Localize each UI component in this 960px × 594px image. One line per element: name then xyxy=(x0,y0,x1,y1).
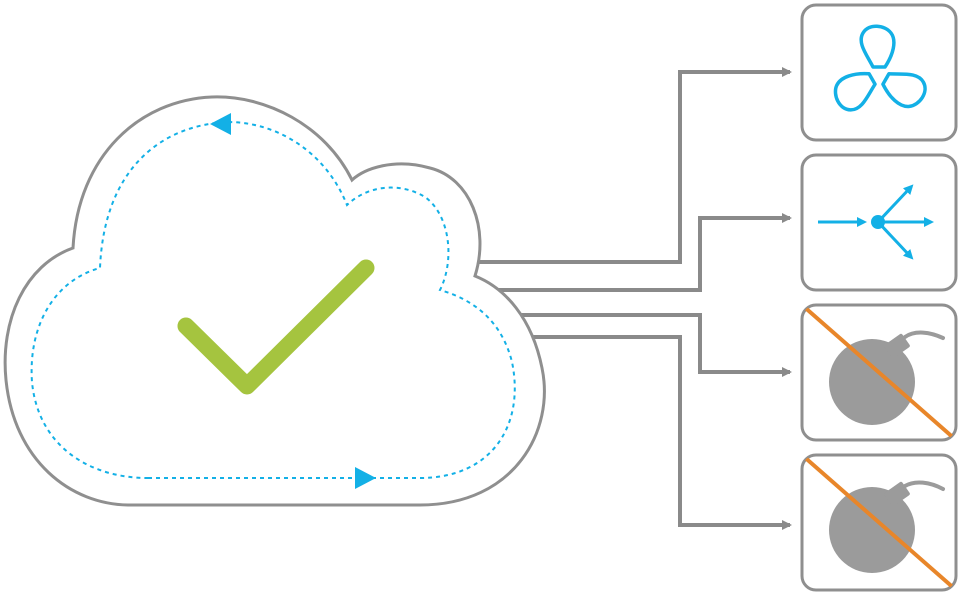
checkmark-icon xyxy=(177,259,375,395)
fan-icon xyxy=(833,24,927,112)
connector-bomb-top xyxy=(515,313,792,377)
connector-fan xyxy=(475,67,792,264)
connector-branch xyxy=(492,213,792,292)
output-box-bomb-blocked-2[interactable] xyxy=(800,453,958,592)
cloud-outline xyxy=(3,95,546,507)
output-box-fan[interactable] xyxy=(800,3,958,142)
blocked-slash-icon xyxy=(802,455,956,590)
bomb-icon xyxy=(829,330,945,425)
connector-bomb-bottom xyxy=(530,335,792,530)
loop-arrow-icon xyxy=(210,113,231,135)
loop-arrow-icon xyxy=(355,467,376,489)
connectors xyxy=(475,67,792,530)
loop-path xyxy=(30,120,516,479)
bomb-icon xyxy=(829,480,945,573)
cloud-icon xyxy=(3,95,546,507)
output-box-bomb-blocked-1[interactable] xyxy=(800,303,958,442)
branching-arrows-icon xyxy=(818,184,934,260)
blocked-slash-icon xyxy=(802,305,956,440)
output-box-branch[interactable] xyxy=(800,153,958,292)
